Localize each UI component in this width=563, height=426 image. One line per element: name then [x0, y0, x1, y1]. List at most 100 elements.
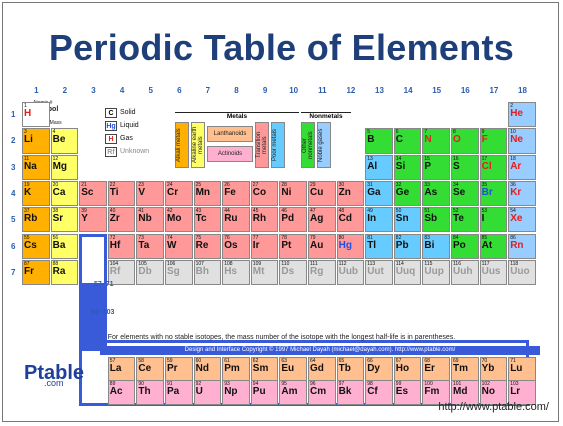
ptable-logo[interactable]: Ptable .com — [24, 362, 84, 388]
